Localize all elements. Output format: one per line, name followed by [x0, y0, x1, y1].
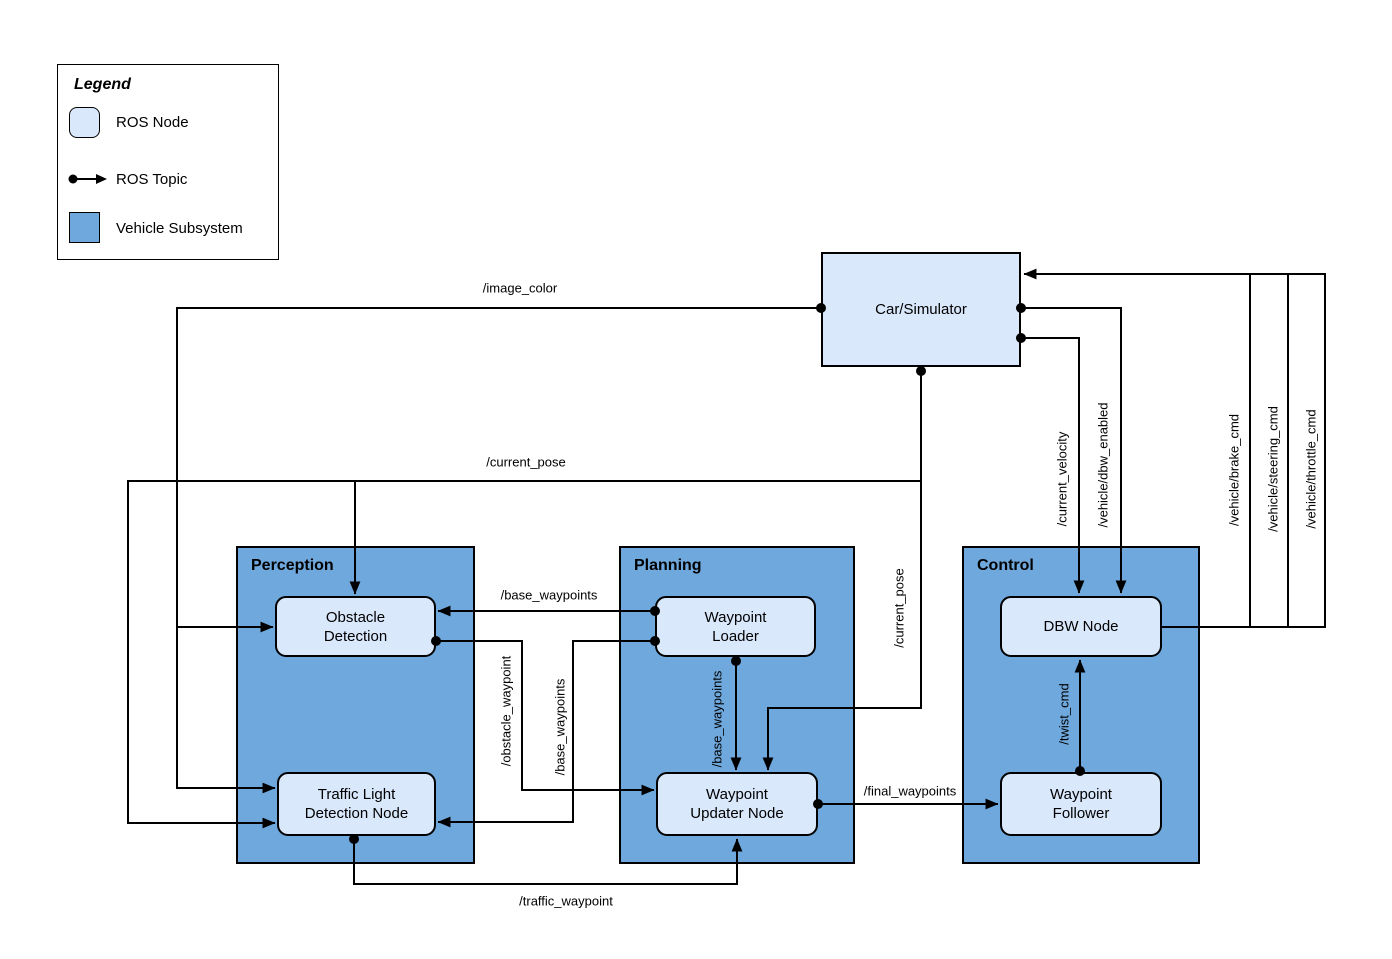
topic-label-twist-cmd: /twist_cmd — [1056, 683, 1072, 745]
topic-label-brake-cmd: /vehicle/brake_cmd — [1226, 414, 1242, 526]
topic-label-traffic-waypoint: /traffic_waypoint — [519, 893, 613, 909]
node-obstacle-detection-label: Obstacle Detection — [323, 608, 388, 645]
topic-label-throttle-cmd: /vehicle/throttle_cmd — [1303, 409, 1319, 529]
node-obstacle-detection: Obstacle Detection — [275, 596, 436, 657]
node-waypoint-loader: Waypoint Loader — [655, 596, 816, 657]
node-dbw-label: DBW Node — [1043, 618, 1119, 635]
node-traffic-light-detection: Traffic Light Detection Node — [277, 772, 436, 836]
node-waypoint-follower: Waypoint Follower — [1000, 772, 1162, 836]
node-car-simulator-label: Car/Simulator — [875, 301, 967, 318]
topic-label-base-waypoints-planning: /base_waypoints — [709, 670, 725, 768]
node-waypoint-follower-label: Waypoint Follower — [1050, 786, 1112, 822]
node-waypoint-updater-label: Waypoint Updater Node — [690, 786, 784, 822]
subsystem-control-title: Control — [977, 557, 1034, 574]
node-waypoint-updater: Waypoint Updater Node — [656, 772, 818, 836]
topic-label-final-waypoints: /final_waypoints — [863, 783, 957, 799]
node-dbw: DBW Node — [1000, 596, 1162, 657]
topic-label-current-pose: /current_pose — [486, 454, 566, 470]
topic-label-base-waypoints: /base_waypoints — [500, 587, 598, 603]
vehicle-subsystem-swatch — [69, 212, 100, 243]
dot-current-pose — [916, 366, 926, 376]
topic-label-steering-cmd: /vehicle/steering_cmd — [1265, 406, 1281, 532]
node-traffic-light-detection-label: Traffic Light Detection Node — [304, 786, 409, 822]
subsystem-perception-title: Perception — [251, 557, 334, 574]
node-waypoint-loader-label: Waypoint Loader — [704, 608, 767, 645]
ros-node-swatch — [69, 107, 100, 138]
legend-item-vehicle-subsystem: Vehicle Subsystem — [116, 220, 243, 237]
topic-label-base-waypoints-vertical: /base_waypoints — [552, 678, 568, 776]
ros-topic-arrow-icon — [68, 174, 107, 184]
topic-label-current-pose-vertical: /current_pose — [891, 568, 907, 648]
topic-label-dbw-enabled: /vehicle/dbw_enabled — [1095, 402, 1111, 528]
legend-title: Legend — [74, 76, 131, 93]
legend-item-ros-topic: ROS Topic — [116, 171, 188, 188]
topic-label-image-color: /image_color — [482, 280, 558, 296]
legend-box: Legend ROS Node ROS Topic Vehicle Subsys… — [57, 64, 279, 260]
topic-label-obstacle-waypoint: /obstacle_waypoint — [498, 655, 514, 767]
legend-item-ros-node: ROS Node — [116, 114, 189, 131]
node-car-simulator: Car/Simulator — [821, 252, 1021, 367]
topic-label-current-velocity: /current_velocity — [1054, 431, 1070, 527]
subsystem-planning-title: Planning — [634, 557, 702, 574]
